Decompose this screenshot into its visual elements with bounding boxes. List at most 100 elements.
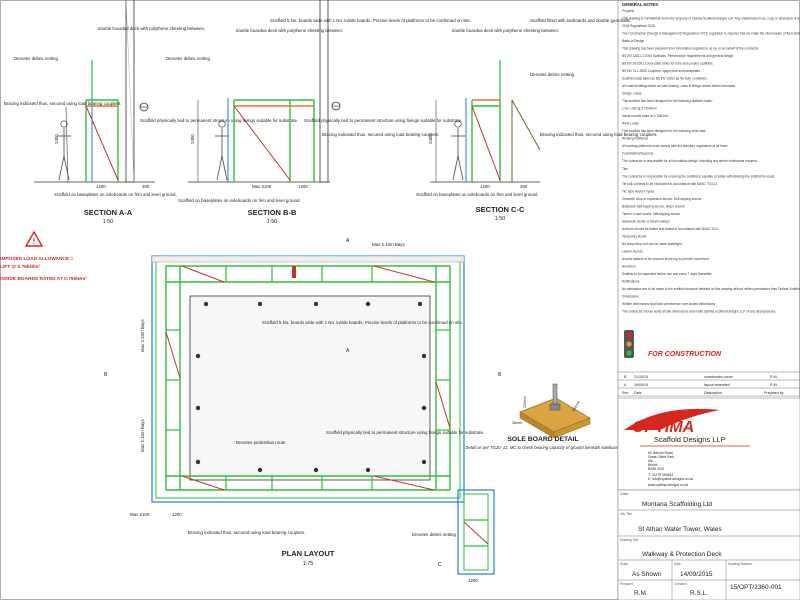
general-notes-line: No temporary roof can be made watertight… xyxy=(622,242,683,246)
plan-dim-bottom2: 1200 xyxy=(172,512,182,517)
person-icon xyxy=(60,120,68,128)
svg-text:Drawing Number: Drawing Number xyxy=(728,562,753,566)
svg-text:Scaffold 5 No. boards wide wit: Scaffold 5 No. boards wide with 1 No. in… xyxy=(270,18,471,23)
client-value: Montana Scaffolding Ltd xyxy=(642,501,712,508)
checked-label: Checked xyxy=(674,582,687,586)
svg-text:Checked: Checked xyxy=(674,582,687,586)
plan-note-netting: Denotes debris netting xyxy=(412,532,456,537)
general-notes-line: Ladder Access xyxy=(622,249,643,253)
general-notes-line: This drawing is confidential and is the … xyxy=(622,17,800,21)
checked-value: R.S.L. xyxy=(690,590,708,597)
svg-text:Scale: Scale xyxy=(620,562,628,566)
scale-value: As Shown xyxy=(632,571,662,578)
status-label: FOR CONSTRUCTION xyxy=(648,351,722,358)
svg-text:SECTION B-B: SECTION B-B xyxy=(248,208,297,217)
section-a-note-tie: Scaffold physically tied to permanent st… xyxy=(140,118,298,123)
general-notes-line: Wind Loads xyxy=(622,122,639,126)
svg-text:construction issue: construction issue xyxy=(704,375,733,379)
company-address-5: BS55 0DD xyxy=(648,467,665,471)
general-notes-line: The contractor is responsible for all fo… xyxy=(622,159,758,163)
company-address-1: 60 Harrow Road xyxy=(648,451,673,455)
svg-text:Bracing indicated thus, secure: Bracing indicated thus, secured using lo… xyxy=(322,132,439,137)
sole-board-dim3: 450mm xyxy=(571,400,580,412)
job-value: St Athan Water Tower, Wales xyxy=(638,526,722,533)
plan-marker-a-mid: A xyxy=(346,348,350,354)
rev-row1-by: R.M. xyxy=(770,375,778,379)
svg-text:layout amended: layout amended xyxy=(704,383,730,387)
svg-text:B: B xyxy=(498,372,502,378)
plan-dim-bottom3: 1200 xyxy=(468,578,478,583)
svg-text:60 Harrow Road: 60 Harrow Road xyxy=(648,451,673,455)
drawn-label: Prepared xyxy=(620,582,633,586)
svg-text:Bristol: Bristol xyxy=(648,463,658,467)
svg-text:B: B xyxy=(624,375,627,379)
section-b-dim-width: Max 2100 xyxy=(252,184,272,189)
section-a-dim-width: 1200 xyxy=(96,184,106,189)
section-b-note-base: Scaffold on baseplates on soleboards on … xyxy=(178,198,301,203)
general-notes-line: Concrete Drop-in expansion anchor, Self-… xyxy=(622,197,702,201)
svg-text:2400: 2400 xyxy=(190,134,195,144)
warning-line3: INSIDE BOARDS RATED AT 0.75kN/m² xyxy=(0,276,87,282)
svg-text:PLAN LAYOUT: PLAN LAYOUT xyxy=(282,549,335,558)
company-name: OPTIMA xyxy=(632,419,694,436)
svg-text:Great Office Park: Great Office Park xyxy=(648,455,674,459)
svg-text:1:50: 1:50 xyxy=(495,216,506,222)
general-notes-line: Inside boards rated at 0.75kN/m² xyxy=(622,114,668,118)
svg-text:Bracing indicated thus, secure: Bracing indicated thus, secured using lo… xyxy=(4,101,121,106)
person-icon xyxy=(218,120,226,128)
general-notes-line: Working Platforms xyxy=(622,137,648,141)
svg-text:Denotes debris netting: Denotes debris netting xyxy=(412,532,456,537)
general-notes-line: Timber Coach screw, Self-tapping anchor xyxy=(622,212,681,216)
sole-board-dim1: 225mm xyxy=(523,396,527,408)
svg-text:1:50: 1:50 xyxy=(103,219,114,225)
svg-text:St Athan Water Tower, Wales: St Athan Water Tower, Wales xyxy=(638,526,722,533)
svg-text:Denotes debris netting: Denotes debris netting xyxy=(14,56,58,61)
section-b-note-top1: double boarded deck with polythene sheet… xyxy=(236,28,343,33)
date-value: 14/09/2015 xyxy=(680,571,713,578)
client-label: Client xyxy=(620,492,628,496)
general-notes-line: Foundations/Supports xyxy=(622,152,654,156)
svg-text:Client: Client xyxy=(620,492,628,496)
svg-text:IMPOSED LOAD ALLOWANCE =: IMPOSED LOAD ALLOWANCE = xyxy=(0,256,73,262)
svg-text:BS55 0DD: BS55 0DD xyxy=(648,467,665,471)
rev-row1-desc: construction issue xyxy=(704,375,733,379)
section-c-note-netting: Denotes debris netting xyxy=(530,72,574,77)
general-notes-line: Access ladders to be secured at the top … xyxy=(622,257,710,261)
person-icon xyxy=(454,120,462,128)
svg-text:Montana Scaffolding Ltd: Montana Scaffolding Ltd xyxy=(642,501,712,508)
drawing-value: Walkway & Protection Deck xyxy=(642,551,722,558)
plan-marker-a-top: A xyxy=(346,238,350,244)
section-c-dim-width: 1200 xyxy=(480,184,490,189)
svg-text:R.S.L.: R.S.L. xyxy=(690,590,708,597)
company-logo-swoosh xyxy=(624,408,720,430)
svg-text:14/09/2015: 14/09/2015 xyxy=(680,571,713,578)
general-notes-line: No alterations are to be made to the sca… xyxy=(622,287,800,291)
rev-header-date: Date xyxy=(634,391,642,395)
plan-note-route: Denotes pedestrian route xyxy=(236,440,286,445)
svg-text:R.M.: R.M. xyxy=(770,383,778,387)
svg-text:Date: Date xyxy=(634,391,642,395)
plan-marker-b-left: B xyxy=(104,372,108,378)
plan-note-boards: Scaffold 5 No. boards wide with 1 No. in… xyxy=(262,320,463,325)
svg-text:Drawing Title: Drawing Title xyxy=(620,538,639,542)
general-notes-line: Dimensions xyxy=(622,294,639,298)
svg-text:Scaffold on baseplates on sole: Scaffold on baseplates on soleboards on … xyxy=(54,192,177,197)
general-notes-line: This drawing has been prepared from info… xyxy=(622,47,760,51)
svg-text:Scaffold Designs LLP: Scaffold Designs LLP xyxy=(654,435,726,444)
general-notes-line: Basis of Design xyxy=(622,39,644,43)
svg-text:R.M.: R.M. xyxy=(634,590,648,597)
svg-text:Description: Description xyxy=(704,391,722,395)
svg-text:2400: 2400 xyxy=(428,134,433,144)
svg-text:INSIDE BOARDS RATED AT 0.75kN/: INSIDE BOARDS RATED AT 0.75kN/m² xyxy=(0,276,87,282)
section-a-note-netting: Denotes debris netting xyxy=(14,56,58,61)
svg-text:As Shown: As Shown xyxy=(632,571,662,578)
section-c-dim-height: 2400 xyxy=(428,134,433,144)
general-notes-line: Notifications xyxy=(622,279,640,283)
svg-text:Scaffold physically tied to pe: Scaffold physically tied to permanent st… xyxy=(326,430,484,435)
svg-text:16/09/15: 16/09/15 xyxy=(634,383,648,387)
svg-text:Scaffold 5 No. boards wide wit: Scaffold 5 No. boards wide with 1 No. in… xyxy=(262,320,463,325)
svg-text:C: C xyxy=(438,562,442,568)
section-a-dim-height: 2400 xyxy=(54,134,59,144)
